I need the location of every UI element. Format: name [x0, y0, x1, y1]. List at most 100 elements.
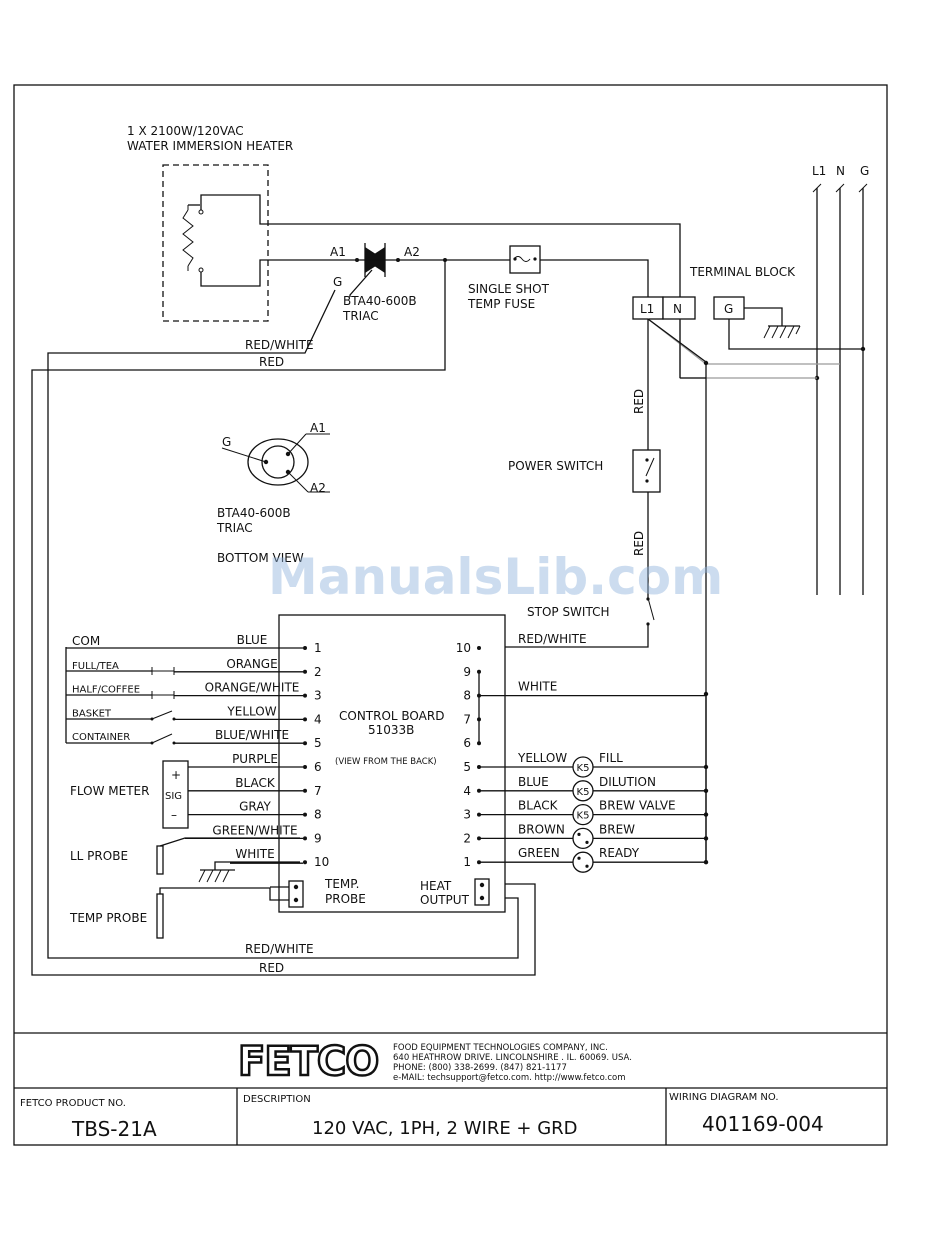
left-pin-device: HALF/COFFEE — [72, 685, 140, 696]
right-pin-number: 5 — [463, 760, 471, 774]
right-pin-dot — [477, 741, 481, 746]
triac-bottom-g: G — [222, 435, 231, 449]
left-pin-dot — [303, 860, 307, 865]
triac-bottom-type: TRIAC — [216, 521, 253, 535]
relay-or-lamp-symbol — [572, 827, 594, 850]
right-pin-wire: BLACK — [518, 799, 559, 813]
description-label: DESCRIPTION — [243, 1094, 311, 1105]
board-temp-probe-1: TEMP. — [324, 877, 359, 891]
right-pin-device: BREW — [599, 822, 635, 836]
left-pin-number: 4 — [314, 712, 322, 726]
left-pin-dot — [303, 693, 307, 698]
right-pin-number: 10 — [456, 641, 471, 655]
board-heat-1: HEAT — [420, 879, 452, 893]
wire-red-white-top: RED/WHITE — [245, 338, 314, 352]
left-pin-number: 10 — [314, 855, 329, 869]
right-pin-dot — [477, 669, 481, 674]
right-pin-number: 4 — [463, 784, 471, 798]
left-pin-dot — [303, 788, 307, 793]
left-pin-number: 7 — [314, 784, 322, 798]
left-pin-dot — [303, 717, 307, 722]
board-part: 51033B — [368, 723, 414, 737]
immersion-heater: 1 X 2100W/120VAC WATER IMMERSION HEATER — [127, 124, 681, 322]
triac-bottom-a1: A1 — [310, 421, 326, 435]
right-pin-number: 9 — [463, 665, 471, 679]
title-block: FETCO PRODUCT NO. TBS-21A DESCRIPTION 12… — [20, 1092, 824, 1141]
triac-bottom-a2: A2 — [310, 481, 326, 495]
watermark: ManualsLib.com — [268, 548, 723, 606]
stop-switch: STOP SWITCH — [484, 597, 655, 648]
fuse-label-1: SINGLE SHOT — [468, 282, 550, 296]
triac-g: G — [333, 275, 342, 289]
company-address: 640 HEATHROW DRIVE. LINCOLNSHIRE . IL. 6… — [393, 1053, 632, 1063]
right-pin-wire: YELLOW — [517, 751, 567, 765]
heater-label-2: WATER IMMERSION HEATER — [127, 139, 293, 153]
right-pin-number: 2 — [463, 831, 471, 845]
left-pin-dot — [303, 836, 307, 841]
control-board: CONTROL BOARD 51033B (VIEW FROM THE BACK… — [278, 614, 506, 913]
left-pin-wire: BLUE — [237, 633, 268, 647]
left-pin-dot — [303, 741, 307, 746]
right-pin-number: 7 — [463, 712, 471, 726]
board-temp-probe-2: PROBE — [325, 892, 366, 906]
relay-label: K5 — [577, 811, 590, 822]
left-pin-wire: GRAY — [239, 800, 271, 814]
left-pin-number: 3 — [314, 689, 322, 703]
left-pin-dot — [303, 765, 307, 769]
left-pin-wire: BLACK — [235, 776, 276, 790]
triac-bottom-view-label: BOTTOM VIEW — [217, 551, 304, 565]
product-label: FETCO PRODUCT NO. — [20, 1098, 126, 1109]
left-pin-number: 1 — [314, 641, 322, 655]
flow-meter-plus: + — [171, 768, 181, 782]
flow-meter-minus: – — [171, 808, 177, 822]
right-pin-device: DILUTION — [599, 775, 656, 789]
terminal-block-title: TERMINAL BLOCK — [689, 265, 796, 279]
left-pin-number: 6 — [314, 760, 322, 774]
left-pin-device: CONTAINER — [72, 732, 130, 743]
tb-n: N — [673, 302, 682, 316]
company-block: FETCO FOOD EQUIPMENT TECHNOLOGIES COMPAN… — [237, 1038, 632, 1087]
power-switch-label: POWER SWITCH — [508, 459, 603, 473]
company-name: FOOD EQUIPMENT TECHNOLOGIES COMPANY, INC… — [393, 1043, 608, 1053]
wire-red-vertical-1: RED — [632, 389, 646, 414]
left-pin-number: 5 — [314, 736, 322, 750]
right-pin-wire: RED/WHITE — [518, 632, 587, 646]
right-pin-number: 1 — [463, 855, 471, 869]
left-devices: + SIG – FLOW METER LL PROBE TEMP PROBE — [65, 647, 300, 939]
temp-fuse: SINGLE SHOT TEMP FUSE — [467, 245, 550, 311]
drawing-frame — [13, 84, 888, 1146]
product-value: TBS-21A — [71, 1117, 157, 1141]
left-pin-wire: ORANGE/WHITE — [205, 681, 300, 695]
temp-probe-label: TEMP PROBE — [69, 911, 147, 925]
left-pin-dot — [303, 669, 307, 674]
right-pin-wire: BROWN — [518, 822, 565, 836]
triac-bottom-part: BTA40-600B — [217, 506, 291, 520]
left-pin-wire: YELLOW — [226, 704, 276, 718]
diagram-no-label: WIRING DIAGRAM NO. — [669, 1092, 779, 1103]
left-pin-wire: PURPLE — [232, 752, 278, 766]
left-pin-device: COM — [72, 634, 100, 648]
company-logo: FETCO — [238, 1039, 378, 1085]
right-pin-dot — [477, 646, 481, 650]
triac-bottom-view: G A1 A2 BTA40-600B TRIAC BOTTOM VIEW — [216, 421, 330, 565]
right-pin-wire: WHITE — [518, 680, 557, 694]
left-pin-wire: WHITE — [235, 847, 274, 861]
terminal-block: TERMINAL BLOCK L1 N G — [632, 265, 801, 339]
right-pin-dot — [477, 717, 481, 722]
relay-label: K5 — [577, 763, 590, 774]
wire-red-white-bottom: RED/WHITE — [245, 942, 314, 956]
left-pin-wire: ORANGE — [226, 657, 277, 671]
triac-a2: A2 — [404, 245, 420, 259]
left-pin-dot — [303, 646, 307, 650]
triac-a1: A1 — [330, 245, 346, 259]
triac-symbol: A1 A2 G BTA40-600B TRIAC — [330, 243, 420, 323]
tb-l1: L1 — [640, 302, 654, 316]
ll-probe-label: LL PROBE — [70, 849, 128, 863]
board-title: CONTROL BOARD — [339, 709, 444, 723]
board-note: (VIEW FROM THE BACK) — [335, 757, 437, 767]
heater-label-1: 1 X 2100W/120VAC — [127, 124, 244, 138]
right-pin-group: 10RED/WHITE98WHITE765YELLOWK5FILL4BLUEK5… — [456, 632, 709, 873]
left-pin-device: FULL/TEA — [72, 661, 119, 672]
left-pin-wire: BLUE/WHITE — [215, 728, 289, 742]
tb-g: G — [724, 302, 733, 316]
